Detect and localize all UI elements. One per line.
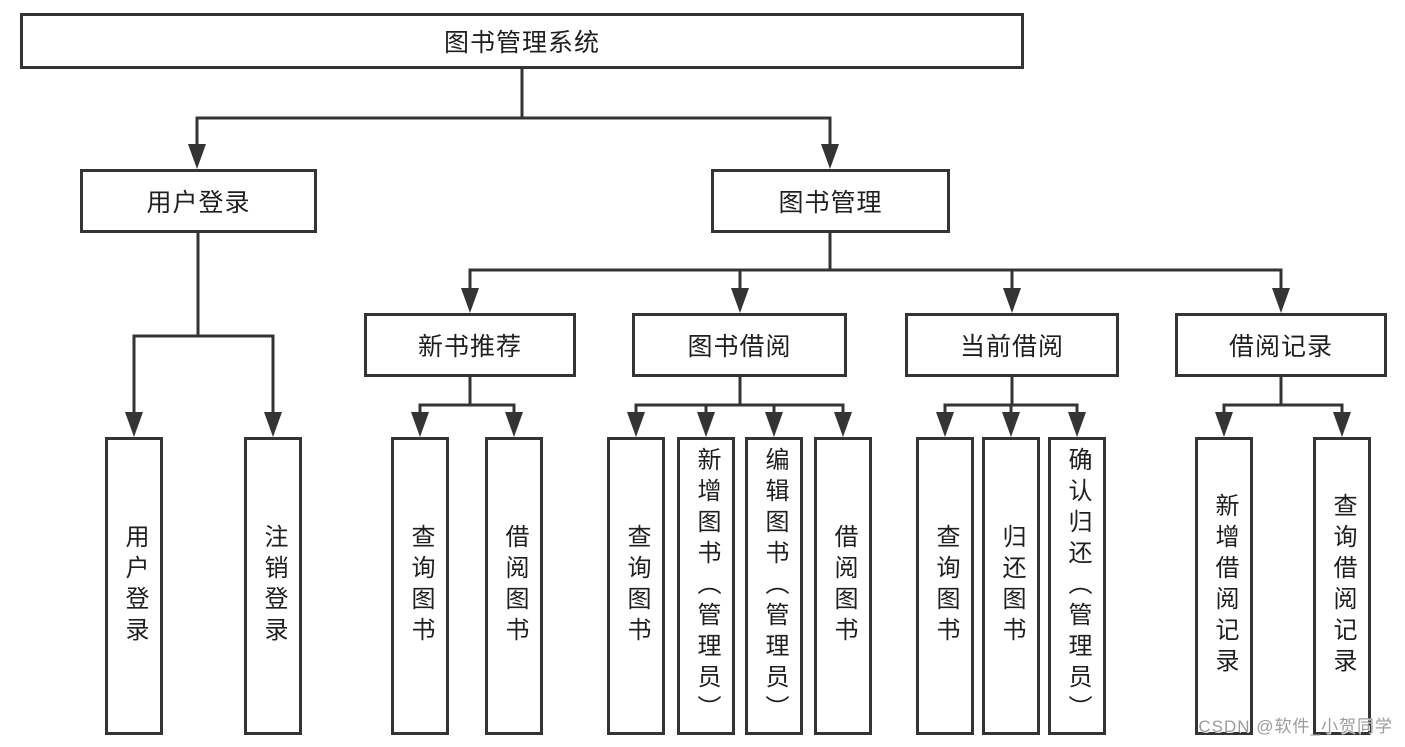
leaf-logout: 注销登录	[244, 437, 302, 735]
node-borrowing-records: 借阅记录	[1175, 313, 1387, 377]
leaf-query-borrow-record: 查询借阅记录	[1313, 437, 1371, 735]
node-label: 图书借阅	[687, 333, 792, 361]
leaf-label: 归还图书	[998, 524, 1025, 648]
node-book-borrowing: 图书借阅	[632, 313, 847, 377]
node-label: 新书推荐	[417, 333, 522, 361]
leaf-add-borrow-record: 新增借阅记录	[1195, 437, 1253, 735]
leaf-newrec-query-books: 查询图书	[391, 437, 449, 735]
arrowhead	[1002, 412, 1020, 437]
node-label: 图书管理	[778, 189, 883, 217]
arrowhead	[834, 412, 852, 437]
leaf-borrow-query-books: 查询图书	[607, 437, 665, 735]
arrowhead	[627, 412, 645, 437]
connector-userlogin-to-leaves	[132, 231, 275, 418]
leaf-label: 新增图书（管理员）	[693, 446, 720, 726]
node-label: 当前借阅	[959, 333, 1064, 361]
leaf-label: 查询图书	[407, 524, 434, 648]
node-new-book-recommendation: 新书推荐	[364, 313, 576, 377]
arrowhead	[731, 288, 749, 313]
leaf-label: 查询图书	[932, 524, 959, 648]
arrowhead	[1272, 288, 1290, 313]
node-user-login: 用户登录	[80, 169, 317, 233]
arrowheads	[125, 144, 1351, 437]
leaf-label: 确认归还（管理员）	[1064, 446, 1091, 726]
node-book-management: 图书管理	[711, 169, 950, 233]
arrowhead	[821, 144, 839, 169]
arrowhead	[1215, 412, 1233, 437]
csdn-watermark: CSDN @软件_小贺同学	[1198, 717, 1393, 736]
arrowhead	[765, 412, 783, 437]
arrowhead	[505, 412, 523, 437]
leaf-label: 借阅图书	[830, 524, 857, 648]
leaf-borrow-books: 借阅图书	[814, 437, 872, 735]
connector-currentborrow-to-leaves	[943, 375, 1079, 418]
leaf-label: 新增借阅记录	[1211, 493, 1238, 679]
leaf-current-query-books: 查询图书	[916, 437, 974, 735]
connector-root-to-level2	[195, 67, 832, 150]
arrowhead	[411, 412, 429, 437]
arrowhead	[697, 412, 715, 437]
leaf-newrec-borrow-books: 借阅图书	[485, 437, 543, 735]
leaf-edit-books-admin: 编辑图书（管理员）	[745, 437, 803, 735]
leaf-user-login: 用户登录	[105, 437, 163, 735]
arrowhead	[125, 412, 143, 437]
arrowhead	[1333, 412, 1351, 437]
arrowhead	[1003, 288, 1021, 313]
arrowhead	[461, 288, 479, 313]
leaf-add-books-admin: 新增图书（管理员）	[677, 437, 735, 735]
connector-bookmgmt-to-level3	[468, 231, 1283, 294]
connector-records-to-leaves	[1222, 375, 1344, 418]
leaf-label: 用户登录	[121, 524, 148, 648]
leaf-label: 编辑图书（管理员）	[761, 446, 788, 726]
connector-newrec-to-leaves	[418, 375, 516, 418]
node-current-borrowing: 当前借阅	[905, 313, 1119, 377]
arrowhead	[1068, 412, 1086, 437]
node-root-system: 图书管理系统	[20, 13, 1024, 69]
node-label: 借阅记录	[1228, 333, 1333, 361]
leaf-label: 注销登录	[260, 524, 287, 648]
arrowhead	[936, 412, 954, 437]
leaf-label: 查询图书	[623, 524, 650, 648]
arrowhead	[264, 412, 282, 437]
node-label: 用户登录	[146, 189, 251, 217]
connector-bookborrow-to-leaves	[634, 375, 845, 418]
leaf-label: 查询借阅记录	[1329, 493, 1356, 679]
arrowhead	[188, 144, 206, 169]
node-label: 图书管理系统	[443, 29, 600, 57]
leaf-confirm-return-admin: 确认归还（管理员）	[1048, 437, 1106, 735]
leaf-label: 借阅图书	[501, 524, 528, 648]
leaf-return-books: 归还图书	[982, 437, 1040, 735]
